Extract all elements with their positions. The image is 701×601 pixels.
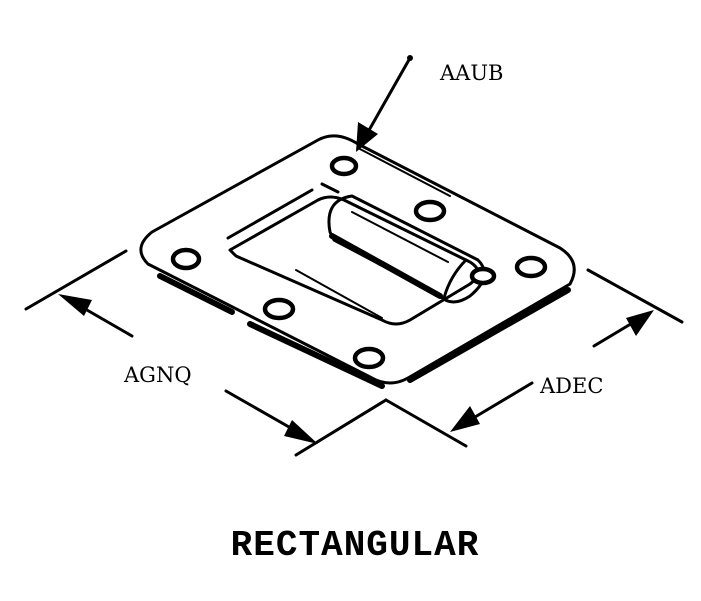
mounting-hole <box>329 155 359 177</box>
leader-arrow-top <box>356 55 413 152</box>
mounting-hole <box>170 247 202 271</box>
callout-label-left: AGNQ <box>123 363 192 387</box>
mounting-hole <box>413 199 447 223</box>
callout-label-right: ADEC <box>539 374 603 398</box>
mounting-hole <box>514 255 548 279</box>
outer-plate <box>139 134 576 389</box>
callout-label-top: AAUB <box>439 61 503 85</box>
mounting-hole <box>469 266 497 286</box>
mounting-hole <box>352 346 386 370</box>
diagram-title: RECTANGULAR <box>231 525 480 566</box>
mounting-holes <box>170 155 548 370</box>
dimension-left <box>24 249 388 457</box>
dimension-right <box>384 268 684 448</box>
folding-handle <box>327 194 486 304</box>
mounting-hole <box>262 297 296 321</box>
